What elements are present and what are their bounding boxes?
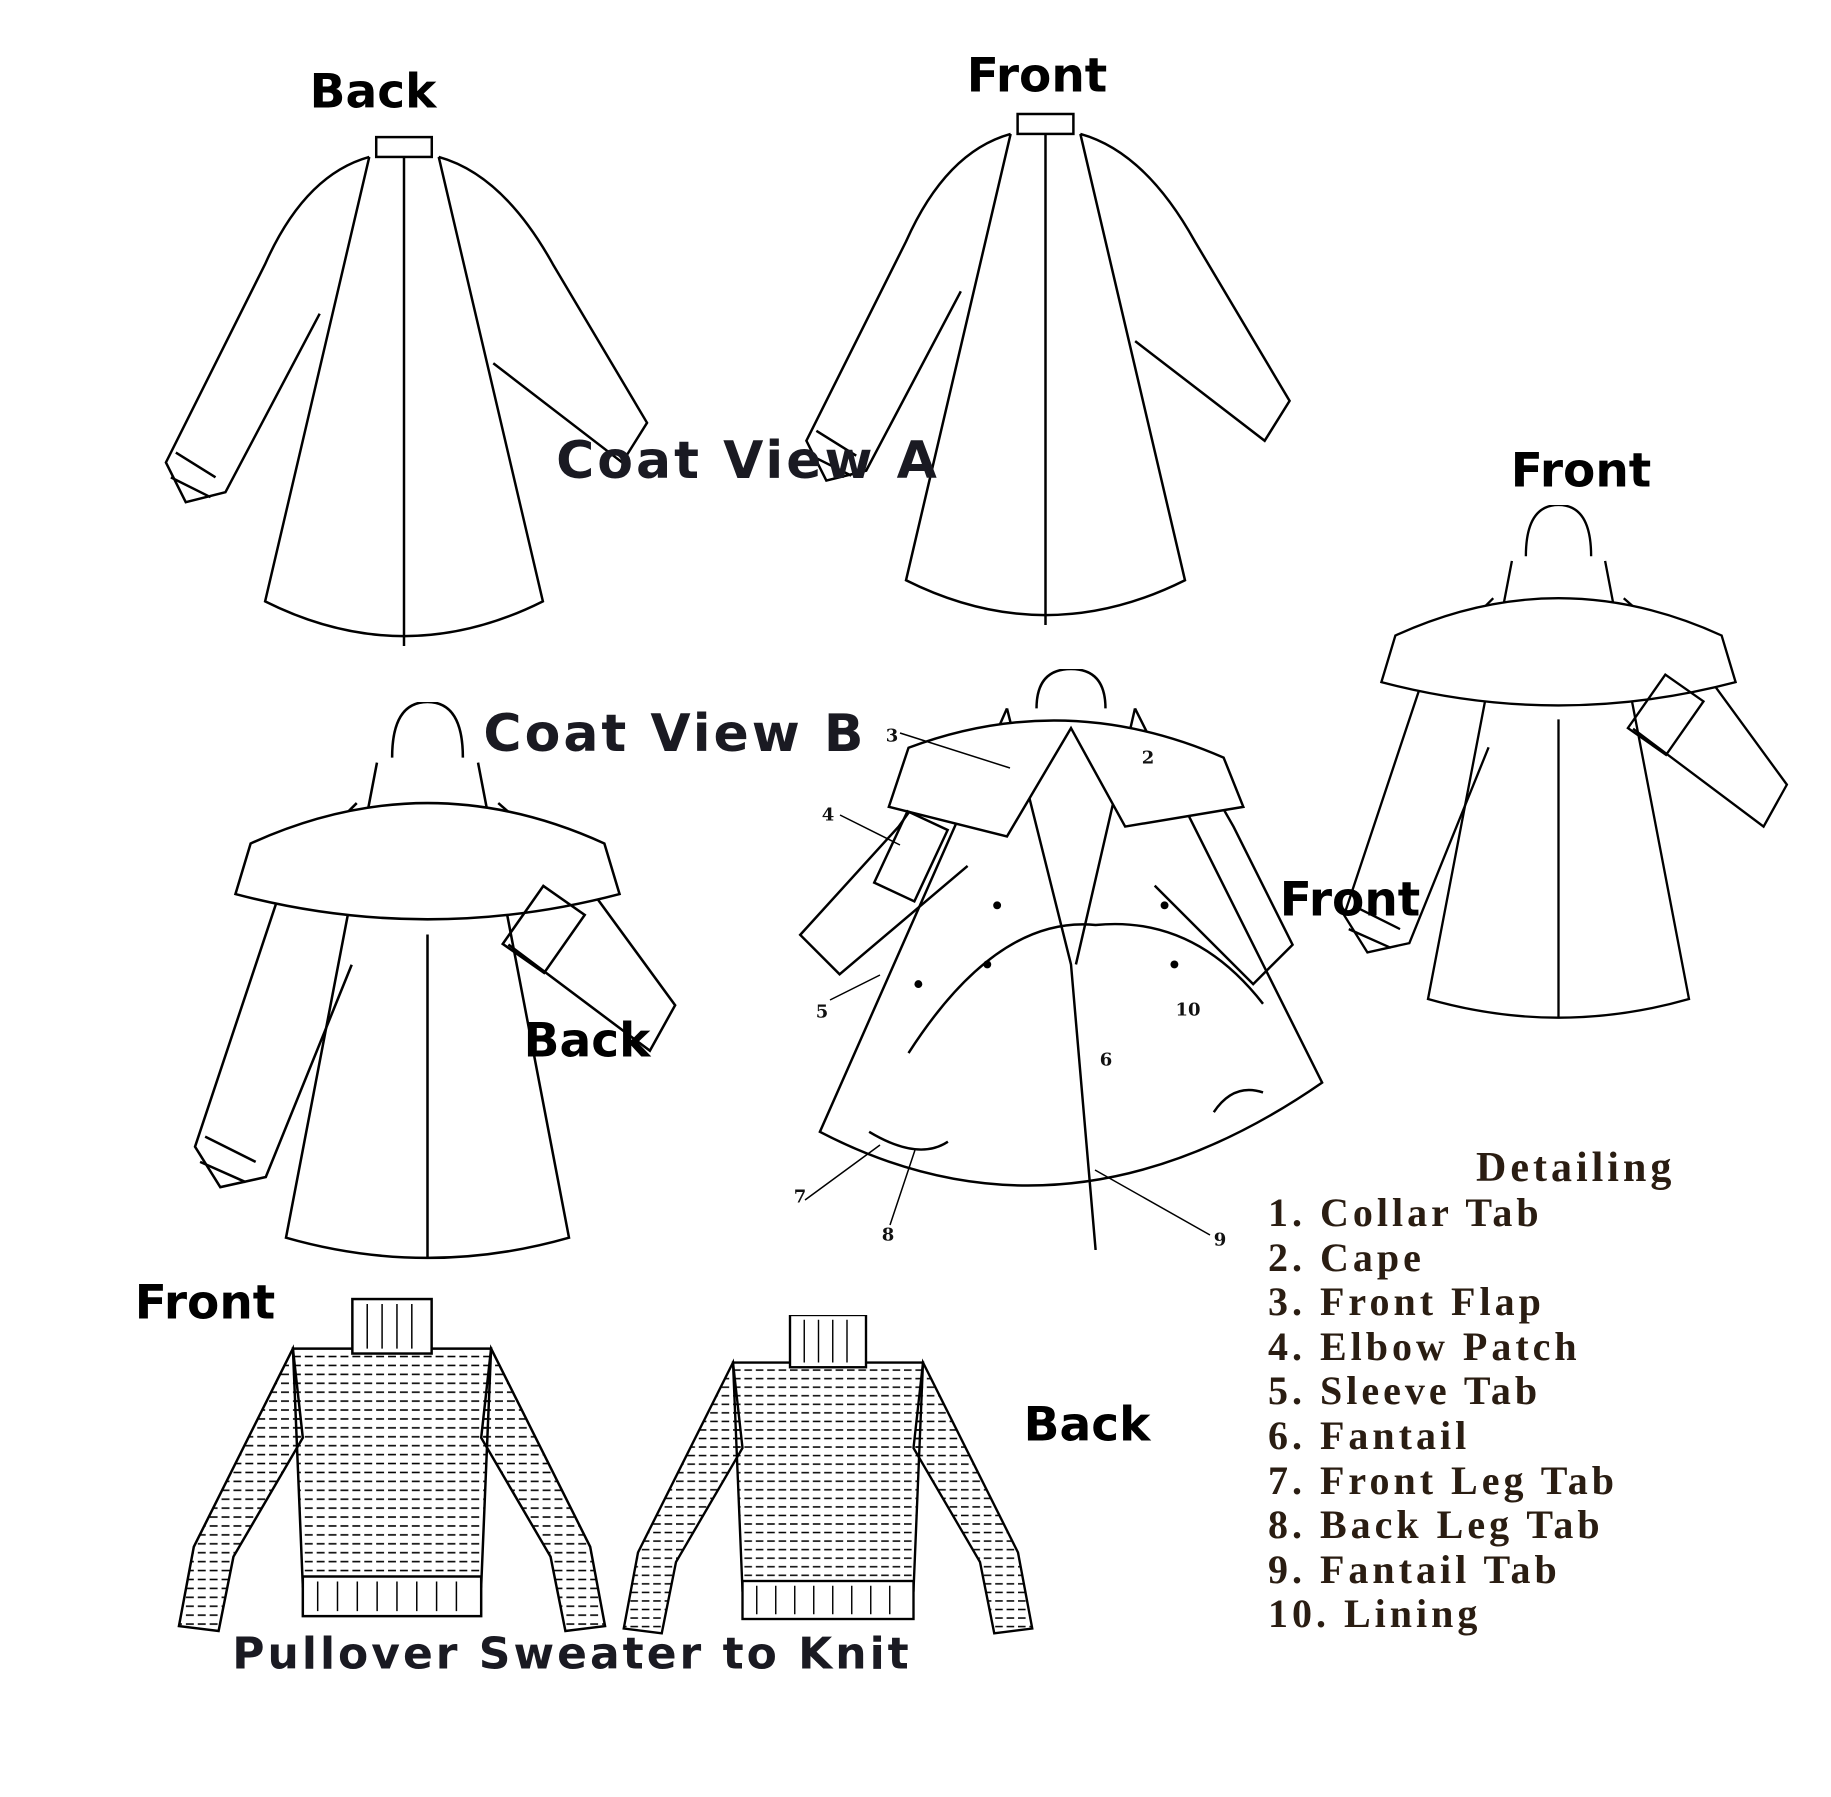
callout-7: 7	[793, 1186, 807, 1208]
detailing-item: 9. Fantail Tab	[1268, 1546, 1561, 1592]
coat-b-front-closed-drawing	[1342, 505, 1789, 1019]
sweater-title: Pullover Sweater to Knit	[232, 1628, 912, 1680]
coat-a-back-drawing	[164, 135, 649, 648]
detailing-item: 1. Collar Tab	[1268, 1190, 1543, 1235]
coat-a-front-drawing	[805, 112, 1291, 627]
callout-leaders	[804, 732, 1211, 1236]
detailing-item: 5. Sleeve Tab	[1268, 1368, 1542, 1414]
coat-b-front-label: Front	[1279, 872, 1421, 928]
detailing-item: 10. Lining	[1268, 1591, 1482, 1637]
callout-2: 2	[1141, 747, 1155, 769]
detailing-legend: Detailing 1. Collar Tab 2. Cape 3. Front…	[1268, 1145, 1675, 1637]
detailing-item: 4. Elbow Patch	[1268, 1323, 1581, 1369]
callout-6: 6	[1099, 1049, 1113, 1071]
detailing-title: Detailing	[1476, 1145, 1676, 1191]
callout-4: 4	[821, 804, 835, 826]
sweater-front-drawing	[177, 1297, 607, 1633]
callout-3: 3	[885, 725, 899, 747]
coat-a-back-label: Back	[309, 64, 437, 120]
coat-view-b-title: Coat View B	[483, 704, 867, 764]
sweater-back-label: Back	[1023, 1397, 1151, 1453]
detailing-item: 6. Fantail	[1268, 1412, 1471, 1458]
sweater-back-drawing	[622, 1315, 1034, 1635]
detailing-item: 3. Front Flap	[1268, 1279, 1545, 1325]
coat-view-a-title: Coat View A	[556, 431, 940, 491]
coat-b-back-drawing	[193, 702, 677, 1260]
detailing-item: 7. Front Leg Tab	[1268, 1457, 1618, 1503]
coat-b-front-open-drawing	[798, 669, 1324, 1250]
detailing-item: 2. Cape	[1268, 1234, 1425, 1280]
callout-10: 10	[1175, 999, 1201, 1021]
coat-a-front-label: Front	[966, 48, 1108, 104]
callout-8: 8	[881, 1224, 895, 1246]
coat-right-front-label: Front	[1510, 443, 1652, 499]
coat-b-back-label: Back	[523, 1013, 651, 1069]
callout-5: 5	[815, 1001, 829, 1023]
detailing-item: 8. Back Leg Tab	[1268, 1502, 1604, 1548]
callout-9: 9	[1213, 1229, 1227, 1251]
sweater-front-label: Front	[134, 1275, 276, 1331]
